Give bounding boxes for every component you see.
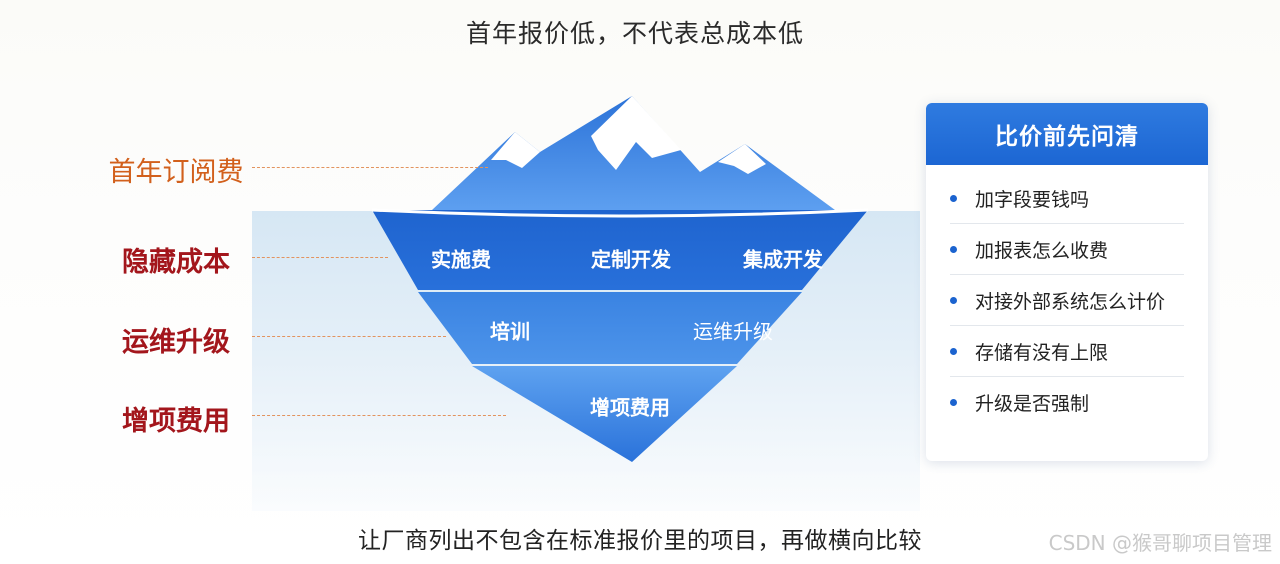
- band3-item-addons: 增项费用: [590, 395, 670, 420]
- label-first-year-fee: 首年订阅费: [108, 157, 244, 188]
- watermark: CSDN @猴哥聊项目管理: [1048, 531, 1272, 555]
- waterline: [371, 208, 869, 218]
- infographic-title: 首年报价低，不代表总成本低: [465, 19, 804, 48]
- checklist-item-label: 加报表怎么收费: [975, 239, 1109, 262]
- checklist-item-label: 存储有没有上限: [975, 341, 1109, 364]
- snow-cap-left: [491, 132, 540, 168]
- leader-ops-upgrade: [252, 336, 446, 337]
- bullet-icon: [950, 398, 957, 406]
- bullet-icon: [950, 347, 957, 355]
- band1-item-implementation: 实施费: [431, 247, 491, 272]
- checklist-item-label: 对接外部系统怎么计价: [975, 290, 1166, 313]
- checklist-item-label: 加字段要钱吗: [975, 188, 1090, 211]
- snow-cap-right: [718, 144, 766, 174]
- checklist-item: 对接外部系统怎么计价: [950, 275, 1184, 326]
- band2-item-ops: 运维升级: [693, 319, 773, 344]
- bullet-icon: [950, 194, 957, 202]
- leader-addon-fees: [252, 415, 506, 416]
- checklist-item: 存储有没有上限: [950, 326, 1184, 377]
- checklist-item-label: 升级是否强制: [975, 392, 1090, 415]
- label-hidden-cost: 隐藏成本: [122, 247, 230, 278]
- label-ops-upgrade: 运维升级: [122, 327, 230, 358]
- checklist-item: 升级是否强制: [950, 377, 1184, 427]
- iceberg-band-3: [472, 366, 737, 462]
- iceberg-band-2: [418, 292, 802, 364]
- checklist-item: 加字段要钱吗: [950, 173, 1184, 224]
- leader-hidden-cost: [252, 257, 388, 258]
- checklist-title: 比价前先问清: [926, 103, 1208, 165]
- bullet-icon: [950, 296, 957, 304]
- checklist-item: 加报表怎么收费: [950, 224, 1184, 275]
- bullet-icon: [950, 245, 957, 253]
- leader-first-year-fee: [252, 167, 488, 168]
- footer-caption: 让厂商列出不包含在标准报价里的项目，再做横向比较: [358, 528, 922, 554]
- label-addon-fees: 增项费用: [122, 406, 230, 437]
- band1-item-custom-dev: 定制开发: [591, 247, 671, 272]
- checklist-card: 比价前先问清 加字段要钱吗 加报表怎么收费 对接外部系统怎么计价 存储有没有上限…: [926, 103, 1208, 461]
- snow-cap-main: [591, 96, 681, 170]
- band2-item-training: 培训: [490, 319, 530, 344]
- iceberg-peak: [432, 96, 835, 210]
- checklist-list: 加字段要钱吗 加报表怎么收费 对接外部系统怎么计价 存储有没有上限 升级是否强制: [926, 165, 1208, 427]
- band1-item-integration: 集成开发: [743, 247, 823, 272]
- iceberg-band-1: [372, 210, 868, 290]
